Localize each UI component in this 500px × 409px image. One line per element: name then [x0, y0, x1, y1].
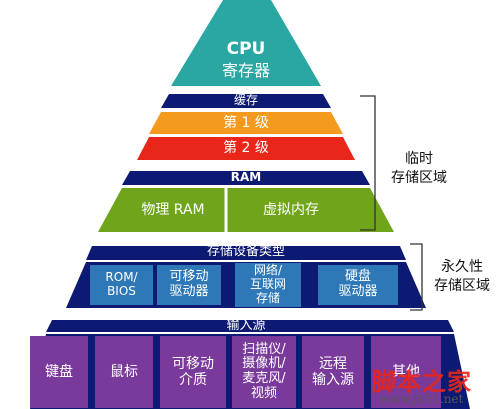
- temporary-bracket: [360, 95, 376, 231]
- cpu-tier: [171, 0, 321, 86]
- storage-header-label: 存储设备类型: [206, 244, 285, 259]
- ram-header-label: RAM: [230, 170, 262, 184]
- cache-level1-label: 第 1 级: [223, 115, 269, 131]
- permanent-storage-annotation: 永久性 存储区域: [426, 258, 498, 296]
- input-removable-media: 可移动 介质: [160, 336, 226, 408]
- storage-hard-drive-line2: 驱动器: [338, 284, 378, 299]
- storage-hard-drive: 硬盘 驱动器: [318, 265, 398, 305]
- ram-body: [98, 188, 394, 232]
- input-mouse: 鼠标: [95, 336, 153, 408]
- storage-rom-bios-line1: ROM/: [105, 270, 138, 285]
- input-remote-line1: 远程: [319, 355, 347, 372]
- input-scanner-line4: 视频: [250, 385, 277, 401]
- virtual-memory-label: 虚拟内存: [263, 202, 319, 218]
- cpu-label: CPU: [226, 39, 266, 59]
- input-remote-line2: 输入源: [312, 372, 354, 388]
- input-scanner-line1: 扫描仪/: [242, 341, 286, 357]
- temporary-line2: 存储区域: [391, 169, 447, 186]
- physical-ram-label: 物理 RAM: [141, 202, 205, 218]
- input-scanner-line2: 摄像机/: [242, 356, 286, 372]
- storage-network-line1: 网络/: [253, 263, 283, 278]
- input-scanner-camera: 扫描仪/ 摄像机/ 麦克风/ 视频: [232, 336, 296, 408]
- input-keyboard: 键盘: [30, 336, 88, 408]
- temporary-storage-annotation: 临时 存储区域: [379, 150, 459, 188]
- input-other: 其他: [371, 336, 441, 408]
- ram-header-band: [122, 171, 370, 185]
- storage-header-band: [86, 246, 406, 260]
- storage-network: 网络/ 互联网 存储: [235, 263, 301, 307]
- storage-network-line2: 互联网: [249, 277, 286, 292]
- storage-removable-line1: 可移动: [169, 269, 209, 285]
- cache-header-label: 缓存: [233, 93, 258, 107]
- cpu-registers-label: 寄存器: [221, 61, 270, 80]
- storage-network-line3: 存储: [255, 290, 280, 305]
- storage-rom-bios-line2: BIOS: [107, 284, 136, 298]
- input-remote-source: 远程 输入源: [302, 336, 364, 408]
- input-keyboard-label: 键盘: [45, 363, 73, 380]
- permanent-line1: 永久性: [441, 259, 483, 275]
- input-mouse-label: 鼠标: [110, 363, 138, 380]
- storage-removable-line2: 驱动器: [169, 284, 209, 299]
- storage-rom-bios: ROM/ BIOS: [90, 265, 153, 305]
- storage-removable-drive: 可移动 驱动器: [157, 265, 221, 305]
- watermark-url: www.jb51.net: [380, 392, 464, 406]
- watermark-brand: 脚本之家: [372, 367, 472, 396]
- temporary-line1: 临时: [405, 151, 433, 167]
- permanent-line2: 存储区域: [434, 277, 490, 294]
- input-scanner-line3: 麦克风/: [242, 371, 286, 386]
- cache-level2-band: [137, 137, 355, 160]
- cache-header-band: [161, 94, 331, 108]
- cache-level2-label: 第 2 级: [223, 140, 269, 156]
- input-other-label: 其他: [392, 363, 420, 380]
- input-removable-line2: 介质: [179, 372, 207, 388]
- storage-hard-drive-line1: 硬盘: [344, 269, 371, 285]
- cache-level1-band: [149, 112, 343, 134]
- permanent-bracket: [410, 243, 423, 311]
- input-header-band: [46, 320, 454, 332]
- input-header-label: 输入源: [226, 318, 266, 333]
- input-removable-line1: 可移动: [172, 355, 214, 372]
